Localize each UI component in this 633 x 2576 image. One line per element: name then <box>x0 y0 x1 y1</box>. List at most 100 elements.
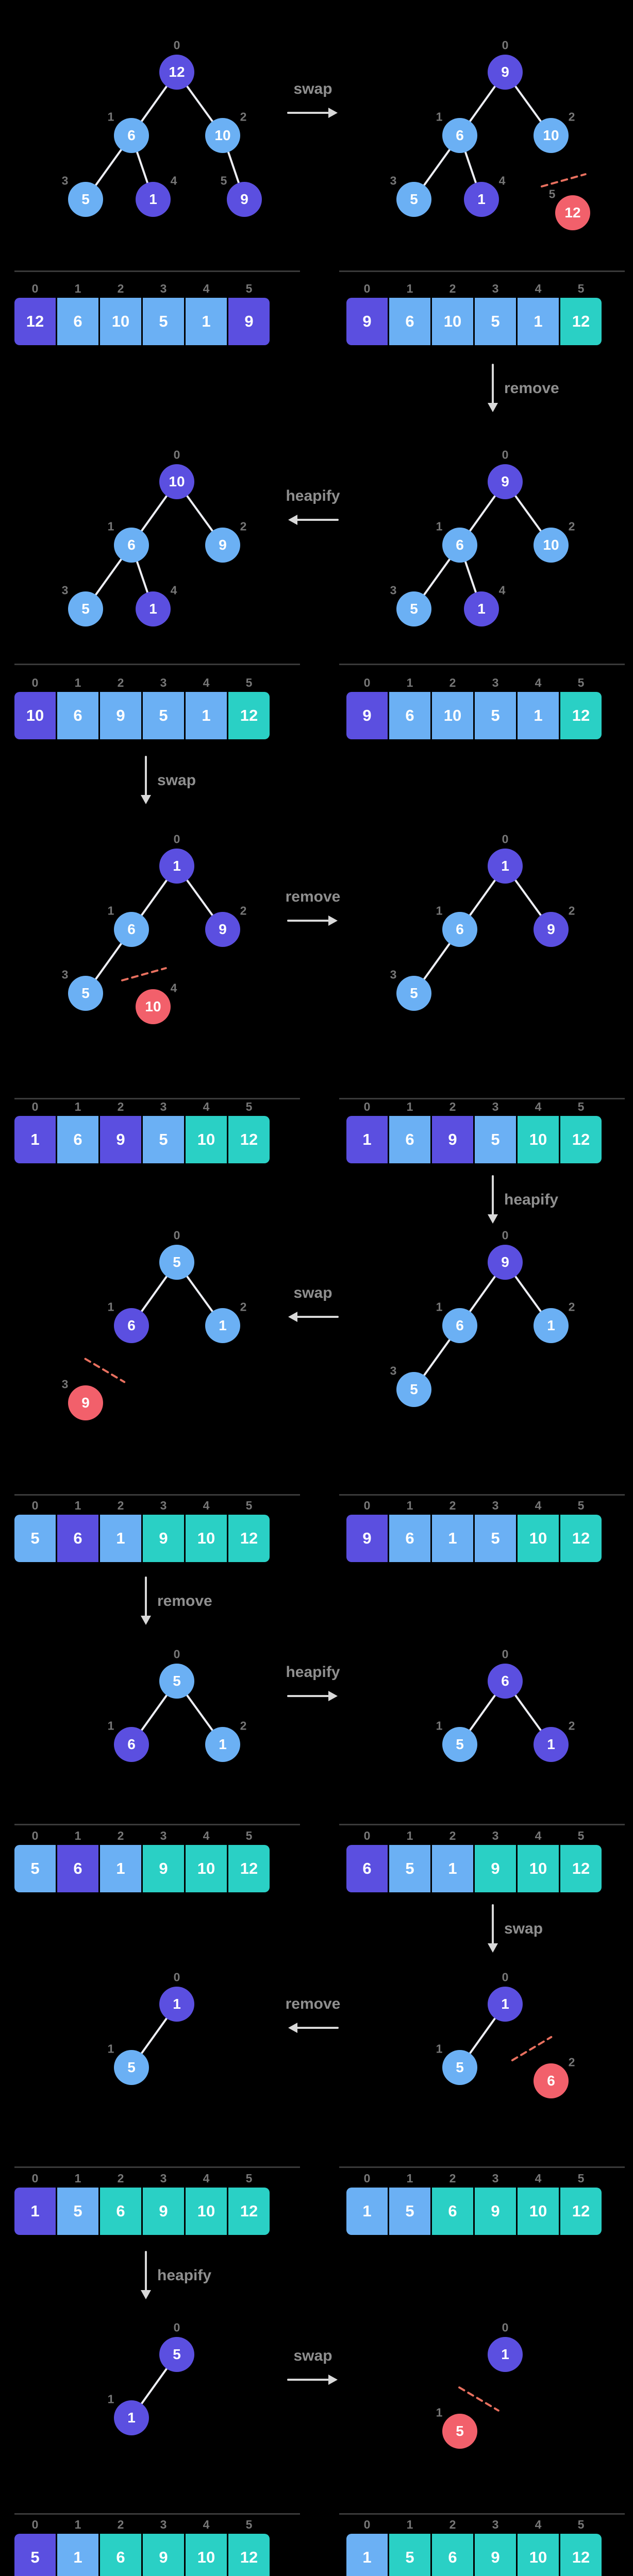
array-index-label: 3 <box>160 282 167 295</box>
array-cell: 5 <box>143 692 184 739</box>
arrow-label: swap <box>504 1920 543 1937</box>
array-index-label: 2 <box>449 2172 456 2185</box>
array-index-label: 3 <box>492 2172 499 2185</box>
array-cell: 9 <box>143 1515 184 1562</box>
array-index-label: 3 <box>492 676 499 689</box>
arrow-label: heapify <box>157 2267 212 2284</box>
array-cell: 12 <box>560 298 602 345</box>
array-index-label: 4 <box>535 2172 542 2185</box>
separator-line <box>339 2513 625 2515</box>
tree-node: 10 <box>205 118 240 153</box>
array-index-label: 5 <box>245 2518 253 2531</box>
arrow-label: swap <box>293 2347 332 2364</box>
tree-node-index: 0 <box>502 448 509 462</box>
separator-line <box>14 270 300 272</box>
array-index-label: 4 <box>535 2518 542 2531</box>
array-cell: 1 <box>346 2534 388 2576</box>
array-cell: 12 <box>228 1515 270 1562</box>
array-index-label: 5 <box>577 282 585 295</box>
array-index-label: 3 <box>160 1100 167 1113</box>
tree-node-index: 2 <box>568 110 575 124</box>
array-cell: 9 <box>475 1845 516 1892</box>
tree-node-index: 0 <box>502 832 509 846</box>
cut-dashed-line <box>511 2036 553 2061</box>
array-index-label: 4 <box>203 282 210 295</box>
array-cell: 10 <box>186 2534 227 2576</box>
array-index-label: 5 <box>577 1100 585 1113</box>
array-index-label: 5 <box>577 1499 585 1512</box>
array-cell: 1 <box>100 1515 141 1562</box>
array-cell: 6 <box>57 1845 98 1892</box>
tree-node-index: 0 <box>502 1228 509 1242</box>
array-index-label: 4 <box>203 1100 210 1113</box>
tree-node-index: 4 <box>498 583 506 597</box>
arrow-head <box>328 2375 338 2385</box>
tree-node: 6 <box>488 1664 523 1699</box>
array-index-label: 1 <box>406 2172 413 2185</box>
array-cell: 1 <box>518 692 559 739</box>
array-index-label: 0 <box>31 1829 39 1842</box>
arrow-label: heapify <box>286 487 340 504</box>
array-cell: 6 <box>57 1515 98 1562</box>
tree-node-index: 4 <box>170 583 177 597</box>
tree-node-index: 1 <box>107 1300 114 1314</box>
array-cell: 10 <box>186 2188 227 2235</box>
cut-dashed-line <box>540 173 587 188</box>
tree-node: 12 <box>159 55 194 90</box>
tree-node-index: 1 <box>107 519 114 533</box>
tree-node-index: 3 <box>61 968 69 981</box>
array-cell: 10 <box>14 692 56 739</box>
array-cell: 5 <box>143 1116 184 1163</box>
array-index-label: 5 <box>245 1499 253 1512</box>
array-cell: 1 <box>14 1116 56 1163</box>
array-cell: 12 <box>560 2534 602 2576</box>
tree-node: 9 <box>488 464 523 499</box>
array-cell: 5 <box>475 298 516 345</box>
arrow-head <box>328 108 338 118</box>
array-cell: 12 <box>228 1845 270 1892</box>
separator-line <box>339 270 625 272</box>
array-index-label: 0 <box>31 676 39 689</box>
array-cell: 9 <box>346 298 388 345</box>
array-cell: 10 <box>518 1845 559 1892</box>
cut-dashed-line <box>458 2386 499 2412</box>
array-index-label: 2 <box>117 1100 124 1113</box>
tree-node: 1 <box>488 849 523 884</box>
tree-node-index: 2 <box>568 1719 575 1733</box>
array-index-label: 0 <box>363 2172 371 2185</box>
array-index-label: 1 <box>406 1100 413 1113</box>
tree-node: 1 <box>488 2337 523 2372</box>
array-cell: 6 <box>432 2188 473 2235</box>
tree-node: 6 <box>114 912 149 947</box>
tree-node: 6 <box>114 528 149 563</box>
tree-node-index: 1 <box>436 2405 443 2419</box>
tree-node-index: 1 <box>436 904 443 918</box>
array-cell: 5 <box>475 692 516 739</box>
tree-node-index: 5 <box>220 174 227 188</box>
tree-node: 6 <box>442 118 477 153</box>
tree-node: 9 <box>68 1385 103 1420</box>
array-index-label: 1 <box>406 282 413 295</box>
tree-node: 6 <box>442 912 477 947</box>
array-cell: 1 <box>518 298 559 345</box>
array-cell: 6 <box>57 692 98 739</box>
tree-node: 6 <box>534 2063 569 2098</box>
array-cell: 9 <box>100 692 141 739</box>
separator-line <box>14 664 300 665</box>
tree-node-index: 2 <box>240 1300 247 1314</box>
array-cell: 10 <box>518 1515 559 1562</box>
tree-node-index: 3 <box>390 968 397 981</box>
tree-node-index: 0 <box>502 1647 509 1661</box>
tree-node-index: 1 <box>436 1300 443 1314</box>
array-cell: 1 <box>186 692 227 739</box>
tree-node: 1 <box>136 591 171 626</box>
tree-node: 1 <box>534 1308 569 1343</box>
arrow-head <box>288 2023 297 2033</box>
